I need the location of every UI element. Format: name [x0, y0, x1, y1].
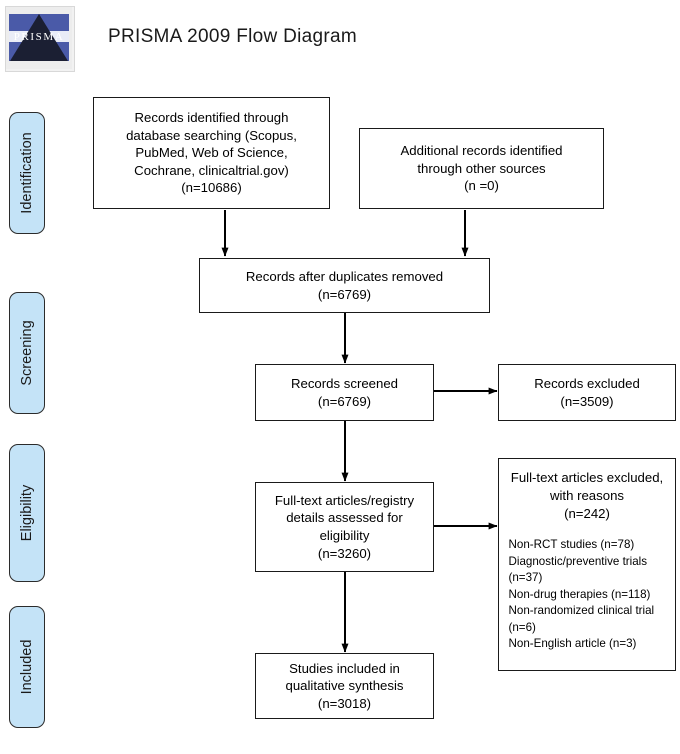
box-additional-records: Additional records identified through ot… [359, 128, 604, 209]
svg-text:PRISMA: PRISMA [14, 31, 65, 43]
box-line: Full-text articles/registry [274, 492, 415, 508]
box-line: Records screened [290, 375, 399, 391]
list-item: Non-RCT studies (n=78) [508, 538, 635, 552]
box-line: eligibility [319, 528, 370, 543]
box-line: Additional records identified [400, 143, 563, 159]
list-item: Diagnostic/preventive trials [508, 554, 648, 568]
box-line: (n =0) [464, 178, 499, 194]
box-duplicates-removed: Records after duplicates removed (n=6769… [199, 258, 490, 313]
box-line: PubMed, Web of Science, [135, 145, 288, 161]
box-line: qualitative synthesis [285, 678, 404, 694]
box-line: database searching (Scopus, [126, 127, 297, 143]
box-records-screened: Records screened (n=6769) [255, 364, 434, 421]
stage-label-included: Included [9, 606, 45, 728]
box-line: through other sources [417, 160, 546, 176]
prisma-logo-icon: PRISMA [5, 6, 75, 72]
list-item: Non-randomized clinical trial [508, 604, 655, 618]
box-line: (n=242) [564, 505, 610, 521]
box-line: (n=3260) [317, 545, 372, 561]
box-line: (n=6769) [317, 286, 372, 302]
box-fulltext-assessed: Full-text articles/registry details asse… [255, 482, 434, 572]
list-item: (n=37) [508, 571, 543, 585]
box-line: Records excluded [534, 375, 640, 391]
box-records-excluded: Records excluded (n=3509) [498, 364, 676, 421]
stage-label-screening: Screening [9, 292, 45, 414]
box-line: Records identified through [134, 110, 289, 126]
box-line: (n=3509) [560, 393, 614, 409]
box-line: with reasons [549, 487, 625, 503]
box-line: Studies included in [289, 660, 400, 676]
box-line: Records after duplicates removed [245, 268, 444, 284]
box-line: (n=10686) [181, 180, 242, 196]
page-title: PRISMA 2009 Flow Diagram [108, 26, 358, 47]
box-line: (n=3018) [317, 695, 372, 711]
box-studies-included: Studies included in qualitative synthesi… [255, 653, 434, 719]
box-fulltext-excluded-with-reasons: Full-text articles excluded, with reason… [498, 458, 676, 671]
exclusion-reason-list: Non-RCT studies (n=78) Diagnostic/preven… [506, 537, 669, 652]
stage-label-identification: Identification [9, 112, 45, 234]
box-line: details assessed for [286, 510, 403, 526]
list-item: Non-English article (n=3) [508, 637, 637, 651]
stage-label-eligibility: Eligibility [9, 444, 45, 582]
list-item: (n=6) [508, 620, 536, 634]
box-line: Cochrane, clinicaltrial.gov) [134, 162, 289, 178]
box-records-identified: Records identified through database sear… [93, 97, 330, 209]
excluded-headline: Full-text articles excluded, with reason… [507, 469, 667, 522]
box-line: (n=6769) [317, 393, 372, 409]
box-line: Full-text articles excluded, [510, 470, 664, 485]
list-item: Non-drug therapies (n=118) [508, 587, 651, 601]
